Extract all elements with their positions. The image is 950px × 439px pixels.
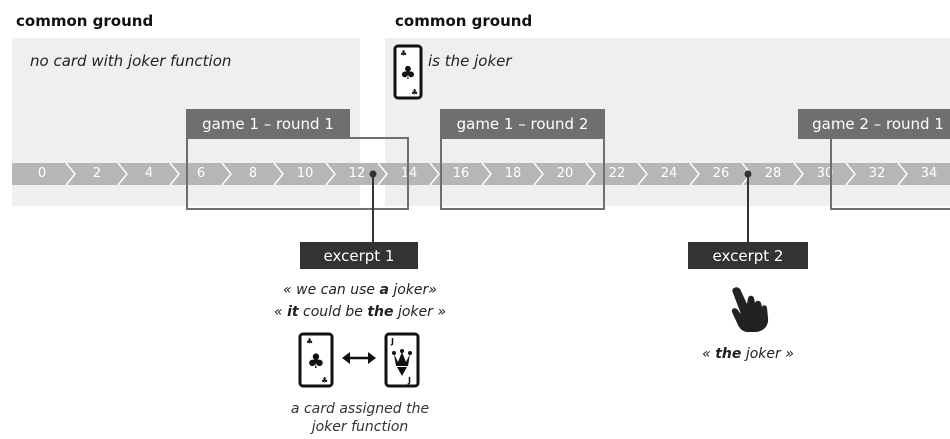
excerpt-1-caption: a card assigned the joker function bbox=[260, 400, 460, 436]
quote-text: « bbox=[702, 346, 716, 362]
quote-bold: a bbox=[379, 282, 389, 298]
excerpt-1-quote-1: « we can use a joker» bbox=[240, 282, 480, 298]
round-label-game1-round1: game 1 – round 1 bbox=[186, 109, 350, 139]
club-card-icon: ♣ ♣ ♣ bbox=[393, 44, 423, 100]
quote-text: « bbox=[274, 304, 288, 320]
quote-text: joker » bbox=[741, 346, 794, 362]
timeline-tick: 34 bbox=[920, 166, 938, 181]
excerpt-1-quote-2: « it could be the joker » bbox=[240, 304, 480, 320]
svg-text:♣: ♣ bbox=[400, 63, 416, 84]
caption-line: a card assigned the bbox=[290, 401, 430, 417]
timeline-tick: 4 bbox=[144, 166, 154, 181]
svg-text:♣: ♣ bbox=[400, 49, 407, 58]
timeline-tick: 12 bbox=[348, 166, 366, 181]
excerpt-2-label: excerpt 2 bbox=[688, 242, 808, 269]
timeline-tick: 8 bbox=[248, 166, 258, 181]
svg-text:J: J bbox=[390, 337, 394, 346]
timeline-tick: 16 bbox=[452, 166, 470, 181]
excerpt-2-quote: « the joker » bbox=[678, 346, 818, 362]
quote-text: « we can use bbox=[283, 282, 380, 298]
quote-text: joker » bbox=[393, 304, 446, 320]
right-section-header: common ground bbox=[395, 12, 533, 30]
timeline-bar bbox=[12, 163, 950, 185]
club-card-icon: ♣ ♣ ♣ bbox=[298, 332, 334, 388]
svg-text:♣: ♣ bbox=[306, 337, 313, 346]
svg-text:J: J bbox=[407, 376, 411, 385]
round-label-game1-round2: game 1 – round 2 bbox=[440, 109, 605, 139]
quote-text: joker» bbox=[388, 282, 437, 298]
timeline-tick: 24 bbox=[660, 166, 678, 181]
quote-bold: the bbox=[715, 346, 742, 362]
timeline-tick: 28 bbox=[764, 166, 782, 181]
pointing-hand-icon bbox=[728, 284, 772, 334]
timeline-tick: 18 bbox=[504, 166, 522, 181]
svg-text:♣: ♣ bbox=[321, 376, 328, 385]
timeline-tick: 0 bbox=[37, 166, 47, 181]
left-panel-note: no card with joker function bbox=[30, 52, 232, 70]
quote-bold: it bbox=[287, 304, 299, 320]
right-panel-note: is the joker bbox=[428, 52, 512, 70]
caption-line: joker function bbox=[311, 419, 409, 435]
svg-text:♣: ♣ bbox=[411, 88, 418, 97]
round-label-game2-round1: game 2 – round 1 bbox=[798, 109, 950, 139]
timeline-tick: 6 bbox=[196, 166, 206, 181]
timeline-tick: 20 bbox=[556, 166, 574, 181]
excerpt-1-label: excerpt 1 bbox=[300, 242, 418, 269]
timeline-tick: 22 bbox=[608, 166, 626, 181]
left-section-header: common ground bbox=[16, 12, 154, 30]
timeline-tick: 30 bbox=[816, 166, 834, 181]
timeline-tick: 10 bbox=[296, 166, 314, 181]
jester-card-icon: J J bbox=[384, 332, 420, 388]
quote-text: could be bbox=[298, 304, 368, 320]
timeline-tick: 26 bbox=[712, 166, 730, 181]
quote-bold: the bbox=[367, 304, 394, 320]
svg-text:♣: ♣ bbox=[307, 349, 325, 373]
double-arrow-icon bbox=[342, 350, 376, 366]
timeline-tick: 2 bbox=[92, 166, 102, 181]
timeline-tick: 32 bbox=[868, 166, 886, 181]
